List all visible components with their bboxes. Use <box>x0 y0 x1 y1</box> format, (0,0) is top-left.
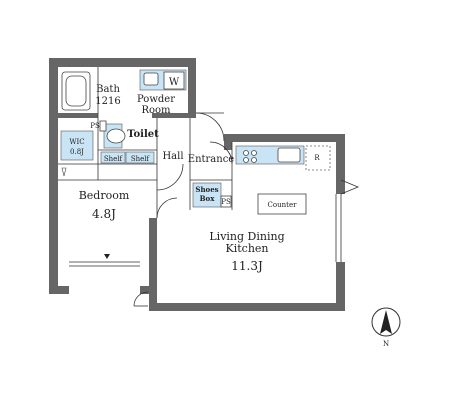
compass-label: N <box>383 340 389 348</box>
wic-fixtures <box>60 130 155 164</box>
down-arrow-icon <box>104 254 110 259</box>
entrance-fixtures <box>192 182 232 208</box>
hall-label: Hall <box>162 151 183 162</box>
front-door-swing <box>195 112 225 142</box>
shoes-box <box>192 182 222 208</box>
bath-size: 1216 <box>95 96 120 107</box>
powder-room-label-1: Powder <box>137 94 175 105</box>
ps-top-label: PS <box>90 122 100 130</box>
balcony-door-swing <box>133 291 149 307</box>
ldk-label-1: Living Dining <box>209 230 284 243</box>
burner-icon <box>251 157 257 163</box>
kitchen-fixtures <box>235 145 331 215</box>
window-marker <box>340 179 360 195</box>
shoes-box-label-1: Shoes <box>195 185 218 194</box>
powder-room-label-2: Room <box>141 105 171 116</box>
marker-icon <box>61 167 67 177</box>
washer-label: W <box>169 77 180 88</box>
north-arrow-icon <box>380 310 392 334</box>
wic-box <box>60 130 94 161</box>
bedroom-label: Bedroom <box>79 189 130 202</box>
burner-icon <box>243 157 249 163</box>
compass: N <box>371 307 401 348</box>
bath-label: Bath <box>96 84 120 95</box>
fridge-space <box>305 145 331 171</box>
toilet-icon <box>106 128 126 144</box>
bathtub-icon <box>65 75 87 107</box>
wic-label: WIC <box>69 138 84 146</box>
entrance-label: Entrance <box>188 154 235 165</box>
ldk-size: 11.3J <box>231 259 263 273</box>
sink-icon <box>277 147 301 163</box>
shelf-1 <box>100 151 126 164</box>
ps-box <box>220 195 232 208</box>
counter-label: Counter <box>268 201 298 209</box>
shoes-box-label-2: Box <box>200 194 216 203</box>
bedroom-door-swing <box>156 197 178 219</box>
toilet-door-swing <box>156 163 184 191</box>
burner-icon <box>243 150 249 156</box>
shelf-label-2: Shelf <box>131 155 151 163</box>
partitions <box>58 67 342 267</box>
ps-entrance-label: PS <box>221 198 231 206</box>
fridge-label: R <box>314 154 320 162</box>
bedroom-size: 4.8J <box>92 207 116 221</box>
wic-size: 0.8J <box>70 148 84 156</box>
shelf-label-1: Shelf <box>104 155 124 163</box>
burner-icon <box>251 150 257 156</box>
washbasin-icon <box>143 72 159 86</box>
ldk-label-2: Kitchen <box>226 242 269 255</box>
toilet-fixtures <box>99 120 126 149</box>
shelf-2 <box>125 151 155 164</box>
walls <box>49 58 345 311</box>
entrance-door-swing <box>209 141 233 165</box>
bath-fixtures <box>61 69 187 111</box>
doors <box>133 112 360 307</box>
toilet-label: Toilet <box>127 129 159 140</box>
washer-icon <box>163 71 185 90</box>
counter <box>257 193 307 215</box>
